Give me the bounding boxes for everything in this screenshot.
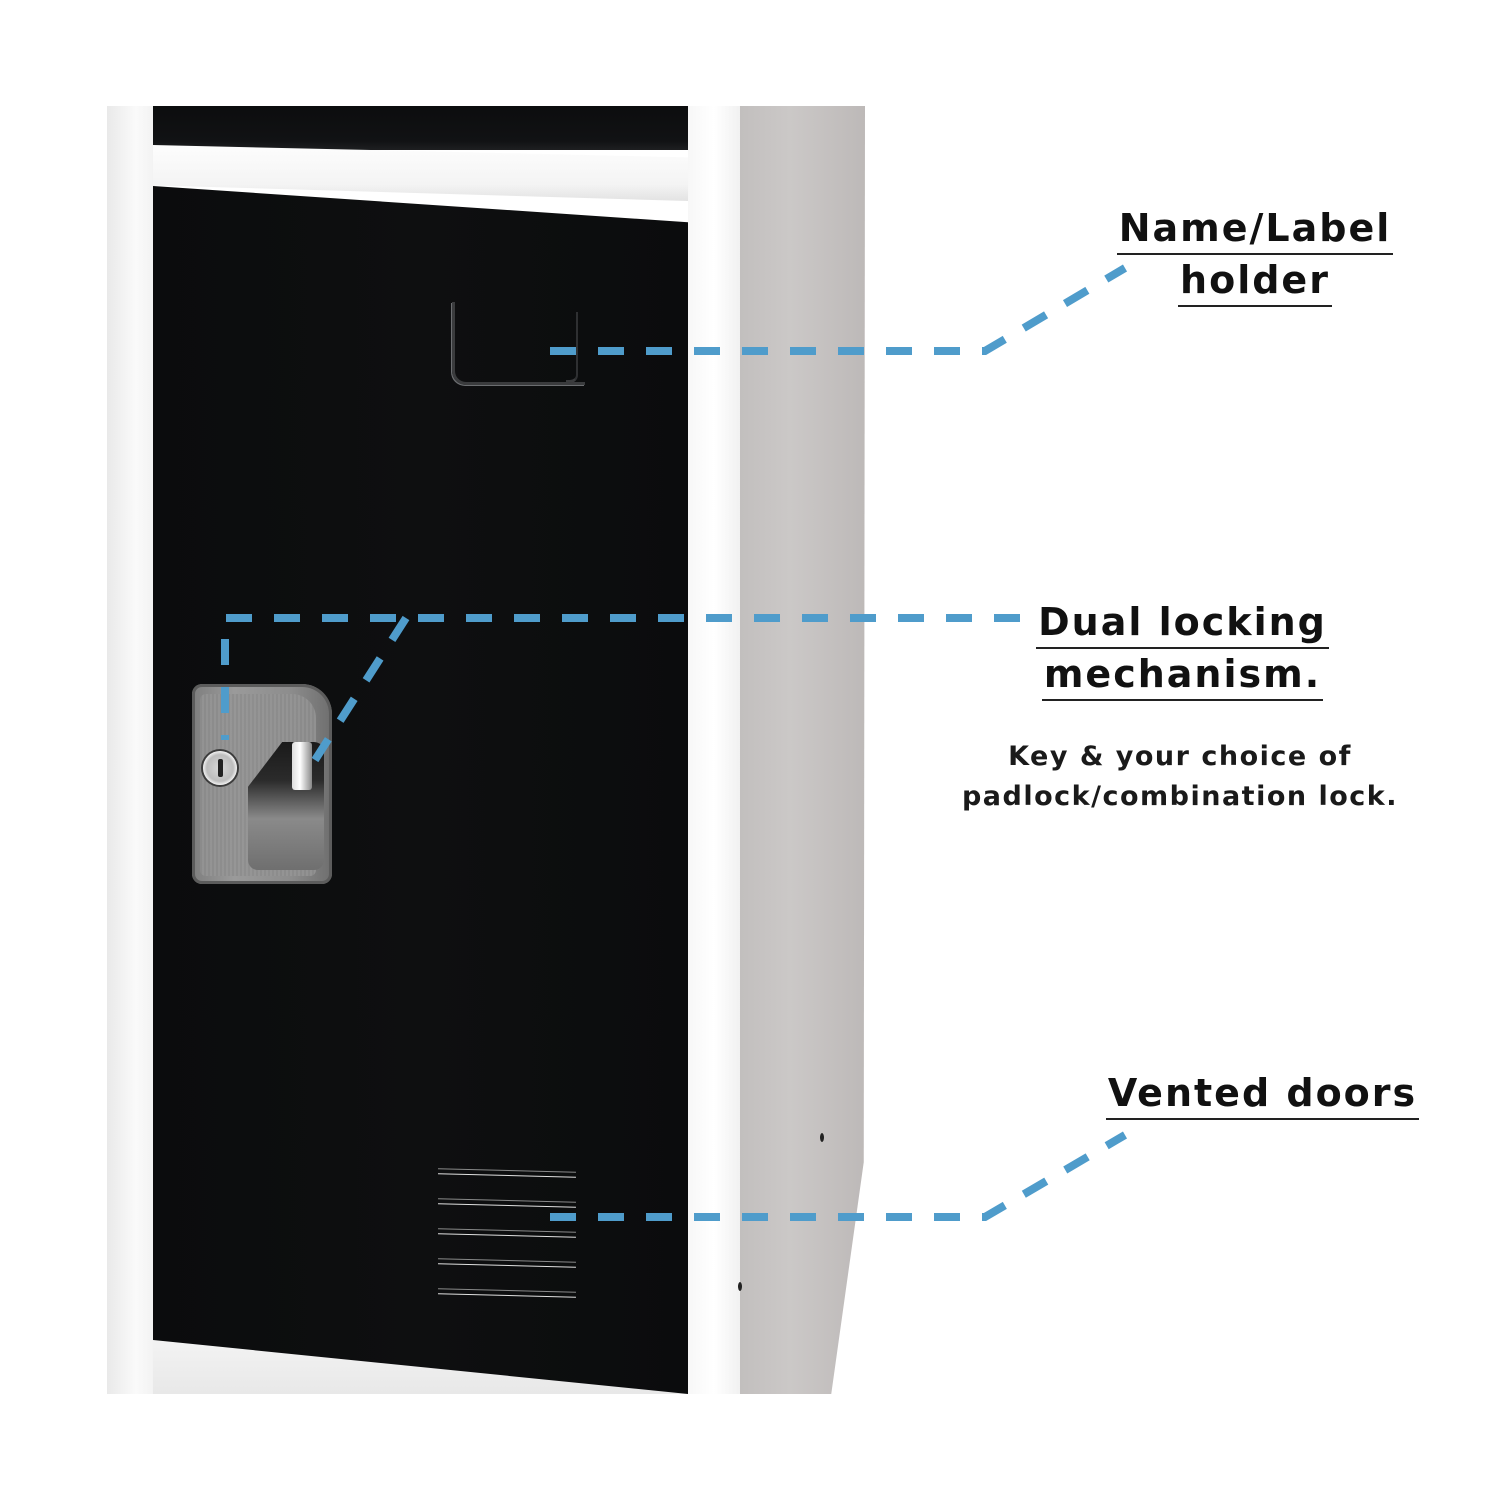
callout-label-holder-title-1: Name/Label bbox=[1116, 203, 1394, 255]
callout-locking-desc-1: Key & your choice of bbox=[1008, 741, 1352, 772]
callout-label-holder: Name/Label holder bbox=[1080, 203, 1430, 307]
label-holder-icon bbox=[452, 302, 585, 385]
callout-locking-title-2: mechanism. bbox=[1041, 649, 1324, 701]
vent-slot bbox=[438, 1258, 576, 1272]
keyhole-icon bbox=[218, 759, 223, 777]
callout-vents: Vented doors bbox=[1090, 1068, 1435, 1120]
padlock-hasp-icon bbox=[292, 742, 312, 790]
locker-frame-left bbox=[107, 106, 155, 1394]
callout-locking-desc-2: padlock/combination lock. bbox=[961, 781, 1399, 812]
callout-vents-title: Vented doors bbox=[1105, 1068, 1420, 1120]
callout-locking-title-1: Dual locking bbox=[1036, 597, 1329, 649]
rivet-icon bbox=[738, 1282, 742, 1291]
callout-label-holder-title-2: holder bbox=[1178, 255, 1332, 307]
vent-slot bbox=[438, 1168, 576, 1182]
locker-side-panel bbox=[740, 106, 865, 1394]
vent-slot bbox=[438, 1288, 576, 1302]
label-holder-edge bbox=[566, 312, 578, 383]
vent-slot bbox=[438, 1228, 576, 1242]
upper-locker-door bbox=[153, 106, 688, 150]
rivet-icon bbox=[820, 1133, 824, 1142]
callout-locking-description: Key & your choice of padlock/combination… bbox=[920, 737, 1440, 817]
callout-locking: Dual locking mechanism. bbox=[1010, 597, 1355, 701]
locker-frame-right bbox=[688, 106, 740, 1394]
vent-slot bbox=[438, 1198, 576, 1212]
